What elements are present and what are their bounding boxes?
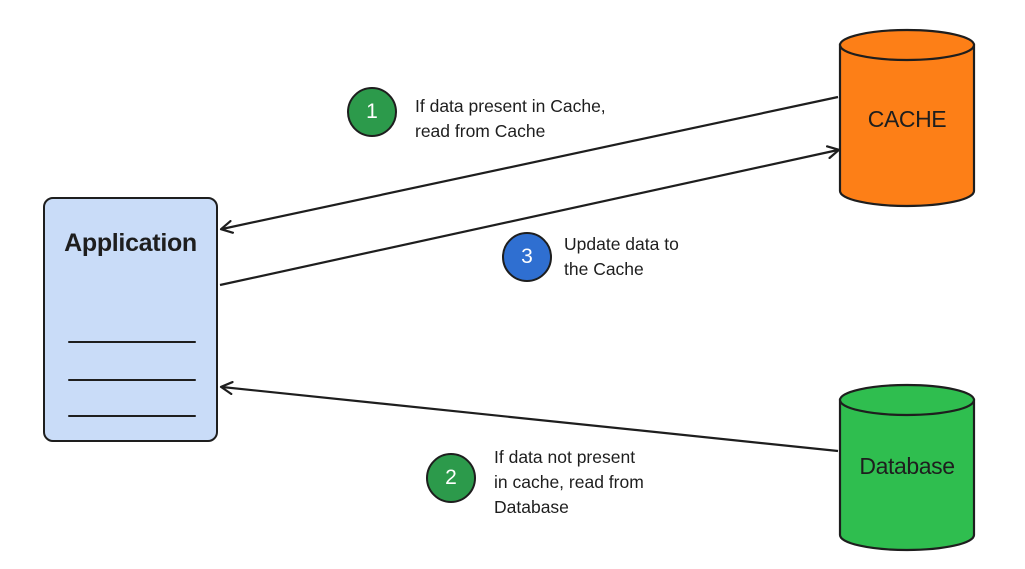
cache-label: CACHE [867,106,947,132]
application-node: Application [43,197,218,442]
arrow-application-to-cache [219,150,838,287]
step-1-text-line-1: If data present in Cache, [415,96,606,116]
step-2-text-line-1: If data not present [494,447,636,467]
step-1-badge: 1 [347,87,397,137]
step-2-text: If data not present in cache, read from … [494,445,644,520]
arrow-database-to-application [222,387,839,453]
step-2-badge: 2 [426,453,476,503]
step-1-text: If data present in Cache, read from Cach… [415,94,606,144]
step-3-text-line-2: the Cache [564,259,644,279]
step-2-text-line-2: in cache, read from [494,472,644,492]
step-3-badge: 3 [502,232,552,282]
application-line-2 [68,379,196,381]
arrow-cache-to-application [222,95,839,229]
application-line-3 [68,415,196,417]
step-3-text: Update data to the Cache [564,232,679,282]
application-label: Application [64,229,197,257]
step-3-text-line-1: Update data to [564,234,679,254]
database-cylinder [838,383,976,552]
step-2-text-line-3: Database [494,497,569,517]
application-line-1 [68,341,196,343]
database-label: Database [859,453,955,479]
cache-cylinder [838,28,976,208]
step-1-text-line-2: read from Cache [415,121,546,141]
